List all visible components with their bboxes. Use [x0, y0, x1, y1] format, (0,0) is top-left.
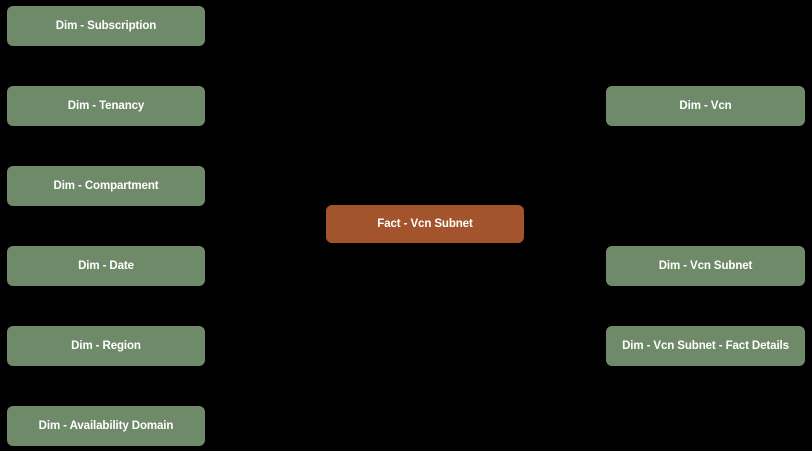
table-node-dim-availability-domain[interactable]: Dim - Availability Domain [7, 406, 205, 446]
node-label: Dim - Date [78, 259, 134, 272]
node-label: Dim - Availability Domain [38, 419, 174, 432]
node-label: Dim - Vcn Subnet - Fact Details [622, 339, 789, 352]
node-label: Dim - Compartment [53, 179, 159, 192]
table-node-dim-vcn-subnet-fact-details[interactable]: Dim - Vcn Subnet - Fact Details [606, 326, 805, 366]
node-label: Dim - Region [71, 339, 141, 352]
table-node-dim-vcn-subnet[interactable]: Dim - Vcn Subnet [606, 246, 805, 286]
table-node-dim-vcn[interactable]: Dim - Vcn [606, 86, 805, 126]
table-node-dim-date[interactable]: Dim - Date [7, 246, 205, 286]
table-node-dim-compartment[interactable]: Dim - Compartment [7, 166, 205, 206]
node-label: Dim - Subscription [55, 19, 157, 32]
table-node-dim-region[interactable]: Dim - Region [7, 326, 205, 366]
table-node-dim-tenancy[interactable]: Dim - Tenancy [7, 86, 205, 126]
node-label: Dim - Tenancy [67, 99, 145, 112]
node-label: Dim - Vcn Subnet [658, 259, 753, 272]
table-node-fact-vcn-subnet[interactable]: Fact - Vcn Subnet [326, 205, 524, 243]
table-node-dim-subscription[interactable]: Dim - Subscription [7, 6, 205, 46]
node-label: Fact - Vcn Subnet [377, 217, 473, 230]
node-label: Dim - Vcn [679, 99, 732, 112]
